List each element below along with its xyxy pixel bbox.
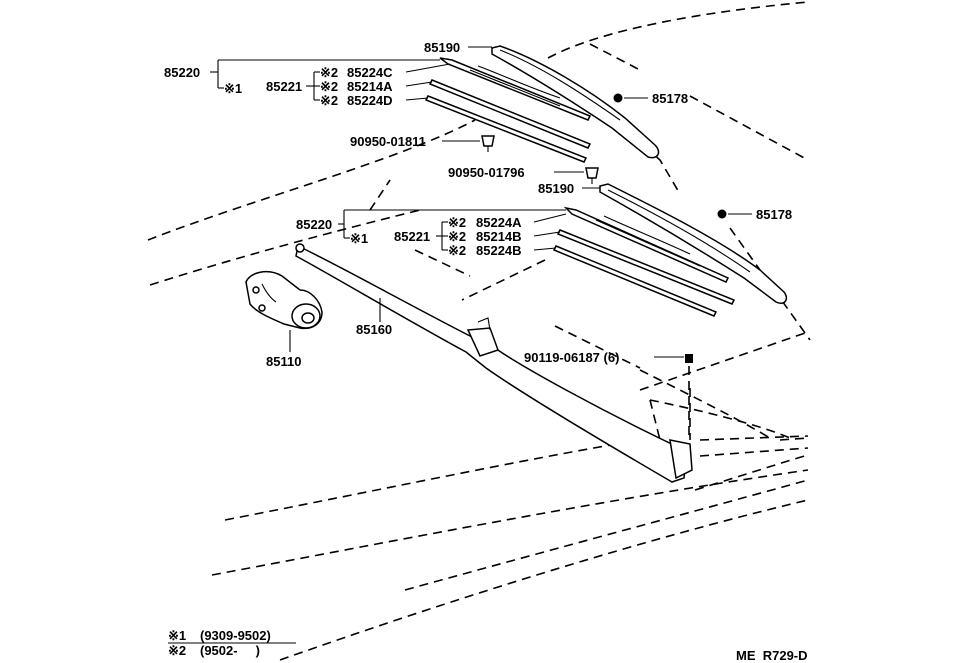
lower-blade-assy [552, 206, 736, 317]
upper-part-name-2: 85214A [347, 79, 393, 94]
upper-part-name-1: 85224C [347, 65, 393, 80]
label-85178-lower: 85178 [756, 207, 792, 222]
label-85110: 85110 [266, 354, 301, 369]
wiper-motor [245, 270, 323, 330]
clip-b-icon [585, 167, 599, 184]
lower-wiper-arm [599, 183, 788, 304]
lower-part-name-3: 85224B [476, 243, 522, 258]
diagram-code: ME R729-D [736, 648, 808, 663]
lower-cap-icon [717, 209, 727, 219]
label-85220-lower: 85220 [296, 217, 332, 232]
lower-part-mark-3: ※2 [448, 243, 466, 258]
leader-lines [210, 46, 752, 358]
body-outline [147, 1, 811, 661]
upper-part-mark-2: ※2 [320, 79, 338, 94]
lower-part-name-1: 85224A [476, 215, 522, 230]
label-85160: 85160 [356, 322, 392, 337]
upper-cap-icon [613, 93, 623, 103]
clip-a-icon [481, 135, 495, 152]
label-85221-lower: 85221 [394, 229, 430, 244]
upper-part-name-3: 85224D [347, 93, 393, 108]
label-mark1-lower: ※1 [350, 231, 368, 246]
label-mark1-upper: ※1 [224, 81, 242, 96]
label-85190-lower: 85190 [538, 181, 574, 196]
label-85221-upper: 85221 [266, 79, 302, 94]
lower-part-mark-2: ※2 [448, 229, 466, 244]
lower-part-name-2: 85214B [476, 229, 522, 244]
label-85178-upper: 85178 [652, 91, 688, 106]
label-85190-upper: 85190 [424, 40, 460, 55]
upper-part-mark-3: ※2 [320, 93, 338, 108]
legend-mark-1: ※1 [168, 628, 186, 643]
wiper-link [295, 243, 693, 483]
label-bolt: 90119-06187 (6) [524, 350, 619, 365]
lower-part-mark-1: ※2 [448, 215, 466, 230]
label-clip-a: 90950-01811 [350, 134, 426, 149]
legend-range-2: (9502- ) [200, 643, 260, 658]
label-clip-b: 90950-01796 [448, 165, 525, 180]
upper-part-mark-1: ※2 [320, 65, 338, 80]
upper-wiper-arm [491, 45, 660, 159]
legend-mark-2: ※2 [168, 643, 186, 658]
upper-blade-assy [424, 57, 592, 163]
label-85220-upper: 85220 [164, 65, 200, 80]
legend-range-1: (9309-9502) [200, 628, 271, 643]
bolt-icon [685, 354, 693, 363]
